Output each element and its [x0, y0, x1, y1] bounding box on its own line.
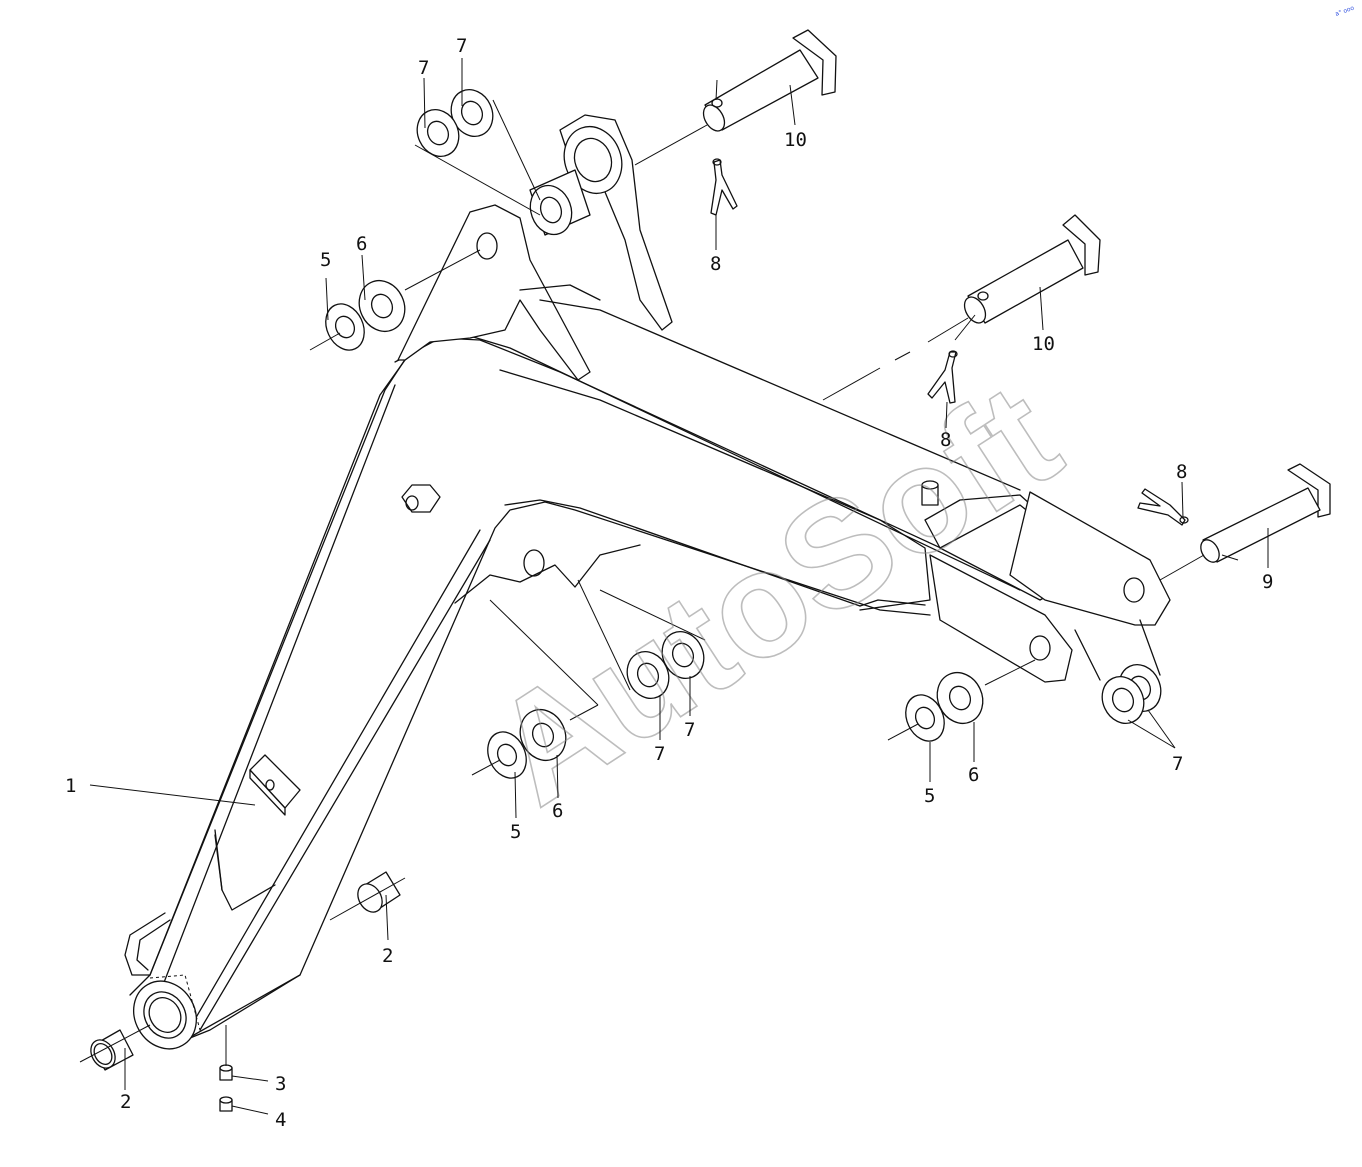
callout-3: 3 — [275, 1073, 286, 1095]
callout-2: 2 — [120, 1091, 131, 1113]
callout-7: 7 — [456, 35, 467, 57]
shim-set-upper-5-6 — [309, 249, 481, 351]
shim-set-mid-5-6 — [471, 599, 599, 779]
callout-8: 8 — [710, 253, 721, 275]
callout-5: 5 — [320, 249, 331, 271]
shim-set-upper-7 — [414, 89, 541, 216]
pin-10-upper — [634, 29, 837, 166]
callout-9: 9 — [1262, 571, 1273, 593]
callout-6: 6 — [968, 764, 979, 786]
mid-pivot-lug — [523, 549, 545, 577]
shim-set-mid-7 — [577, 579, 706, 699]
shim-set-right-7 — [1101, 664, 1162, 724]
callout-5: 5 — [510, 821, 521, 843]
callout-10: 10 — [1032, 333, 1055, 355]
pin-9 — [1159, 463, 1331, 581]
callout-2: 2 — [382, 945, 393, 967]
bushing-2a — [79, 1024, 151, 1071]
upper-spacer-tube — [529, 169, 591, 236]
callout-10: 10 — [784, 129, 807, 151]
grease-tube — [921, 480, 939, 506]
callout-7: 7 — [418, 57, 429, 79]
callout-5: 5 — [924, 785, 935, 807]
pin-10-lower — [822, 214, 1101, 401]
callout-7: 7 — [684, 719, 695, 741]
hex-nut — [401, 484, 441, 513]
grease-fitting-3 — [219, 1025, 233, 1081]
callout-labels: 1 2 2 3 4 5 5 5 6 6 6 7 7 7 7 7 8 8 8 9 … — [65, 35, 1273, 1131]
leader-lines — [89, 58, 1269, 1115]
base-pivot-boss — [133, 974, 201, 1050]
upper-bracket — [397, 114, 1021, 491]
callout-7: 7 — [654, 743, 665, 765]
cotter-pin-8a — [710, 158, 738, 216]
callout-8: 8 — [940, 429, 951, 451]
callout-7: 7 — [1172, 753, 1183, 775]
callout-6: 6 — [356, 233, 367, 255]
end-block — [924, 491, 1171, 683]
wear-pad — [249, 754, 301, 816]
corner-mark: a° ooo — [1334, 4, 1355, 17]
callout-8: 8 — [1176, 461, 1187, 483]
cotter-pin-8c — [1137, 488, 1189, 526]
shim-set-right-5-6 — [887, 659, 1036, 742]
callout-6: 6 — [552, 800, 563, 822]
callout-4: 4 — [275, 1109, 286, 1131]
bushing-2b — [329, 871, 406, 921]
plug-4 — [219, 1096, 233, 1112]
boom-body — [124, 335, 1021, 1046]
callout-1: 1 — [65, 775, 76, 797]
cotter-pin-8b — [927, 314, 976, 404]
